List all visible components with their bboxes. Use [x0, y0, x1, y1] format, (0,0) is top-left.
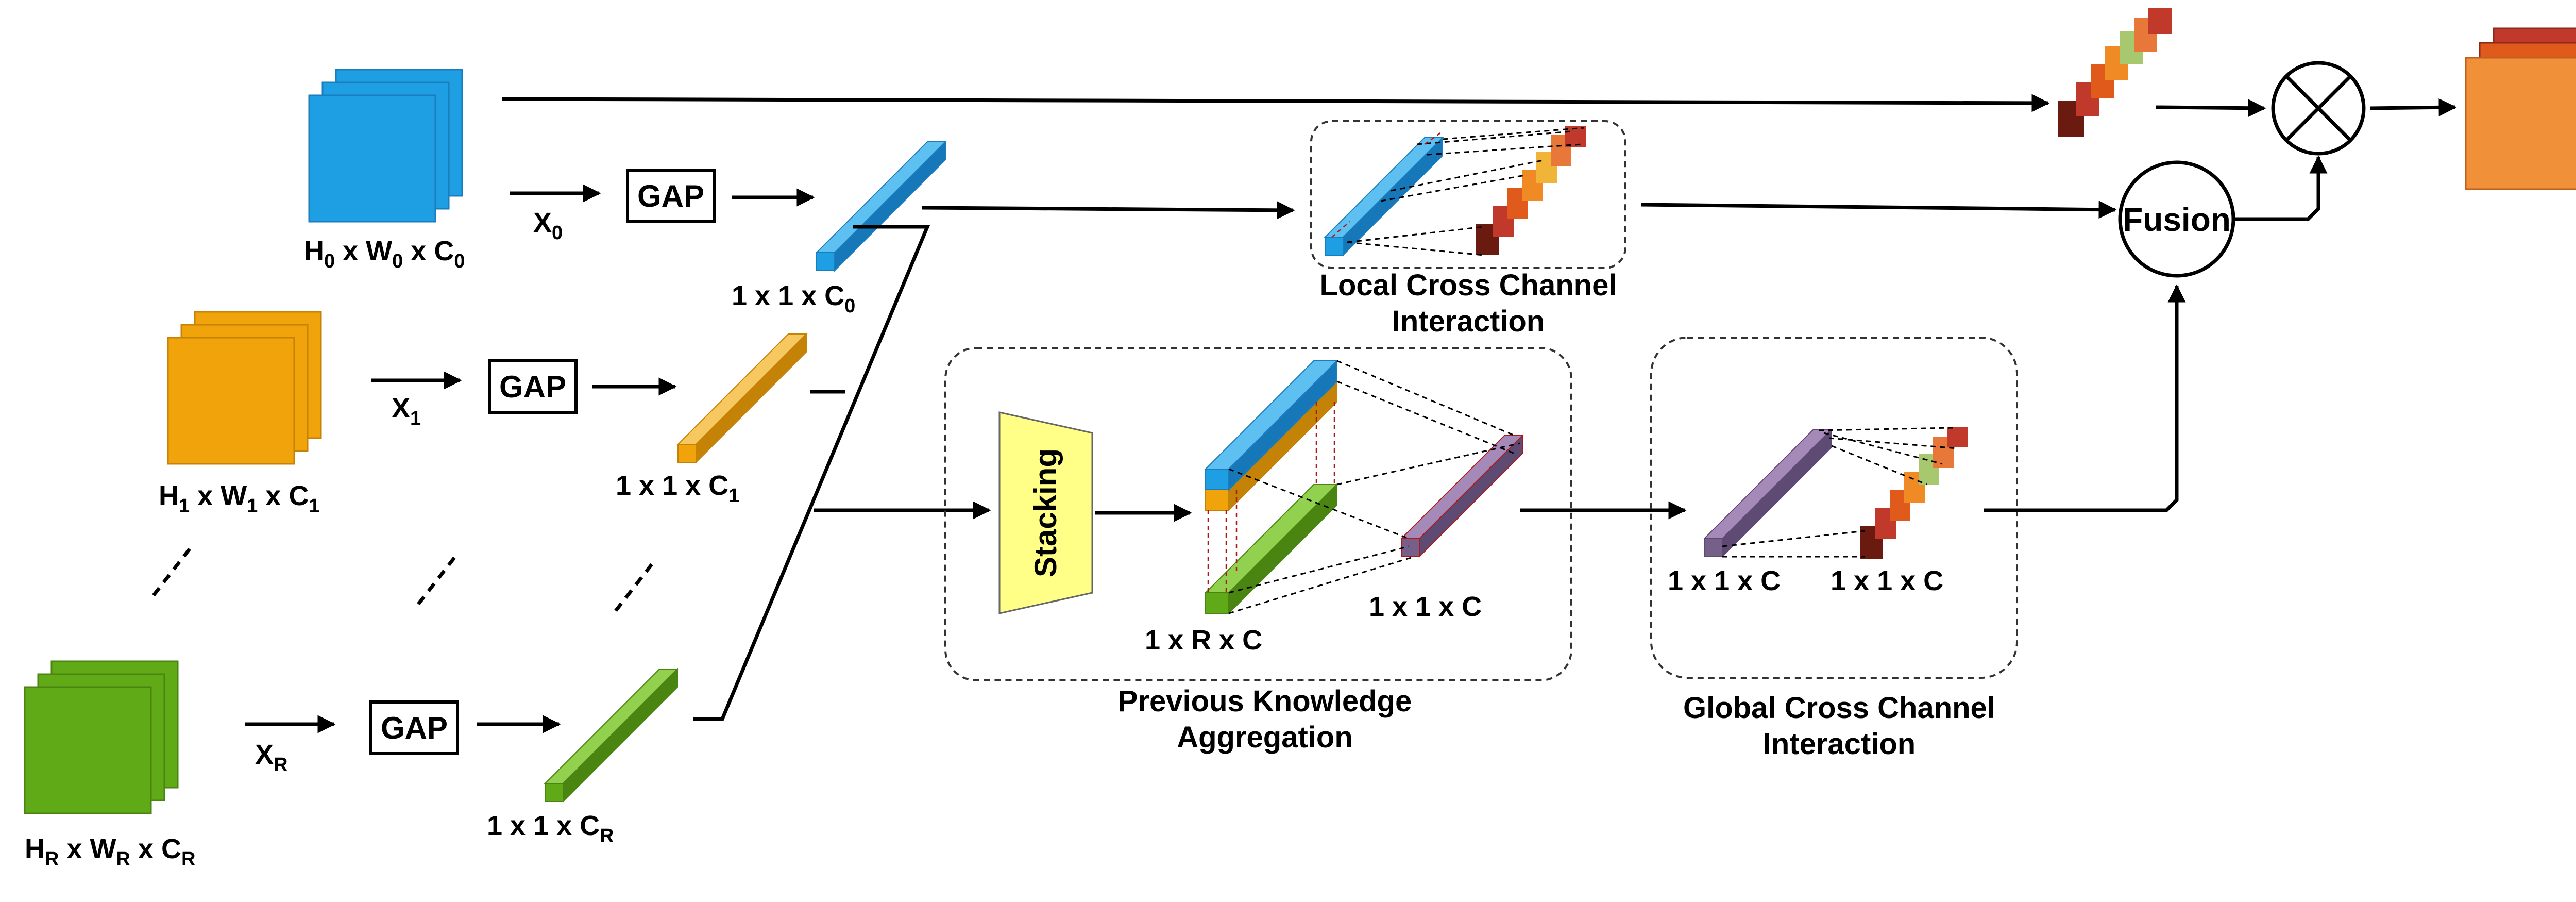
- gap-box-r: [369, 700, 459, 755]
- gap-box-0: [626, 169, 716, 223]
- x0-label: X0: [533, 207, 563, 244]
- vector-cr: [544, 667, 679, 803]
- ellipsis-dash-2: [417, 556, 456, 606]
- gap-label-0: GAP: [637, 179, 704, 213]
- local-block-title-2: Interaction: [1392, 305, 1545, 338]
- arrow-local-to-fusion: [1640, 201, 2117, 219]
- global-output-label: 1 x 1 x C: [1831, 565, 1943, 596]
- multiply-cross-2: [2285, 75, 2352, 142]
- stack-label: 1 x R x C: [1145, 625, 1262, 656]
- local-block-title-1: Local Cross Channel: [1320, 269, 1617, 302]
- arrow-multiply-to-output: [2369, 98, 2457, 116]
- gap-label-1: GAP: [499, 370, 566, 404]
- ellipsis-dash-3: [614, 563, 653, 612]
- arrow-global-to-fusion: [1984, 284, 2186, 512]
- global-input-label: 1 x 1 x C: [1668, 565, 1781, 596]
- skip-connection-arrow: [502, 94, 2050, 112]
- pka-output-vector: [1400, 434, 1524, 558]
- gap-box-1: [488, 359, 578, 414]
- attention-weight-vector: [2058, 8, 2172, 137]
- input-feature-map-0: [308, 69, 463, 223]
- gather-line: [693, 225, 930, 721]
- gap-label-r: GAP: [381, 711, 448, 745]
- arrow-fusion-to-multiply: [2233, 155, 2328, 221]
- pka-block-title-1: Previous Knowledge: [1118, 684, 1412, 718]
- stacking-label: Stacking: [1028, 448, 1063, 577]
- global-connection-lines: [1722, 427, 1958, 558]
- vector-c1: [676, 332, 808, 464]
- fusion-label: Fusion: [2123, 201, 2231, 238]
- stacking-trapezoid: [998, 411, 1093, 614]
- pka-block-frame: [944, 347, 1572, 681]
- input-feature-map-1: [167, 311, 322, 465]
- input-r-label: HR x WR x CR: [25, 833, 195, 870]
- global-output-attention-vector: [1860, 427, 1968, 559]
- global-block-title-2: Interaction: [1763, 727, 1916, 761]
- arrow-to-local: [922, 201, 1295, 220]
- global-block-frame: [1650, 337, 2018, 679]
- input-0-label: H0 x W0 x C0: [304, 236, 465, 272]
- vector-c0-label: 1 x 1 x C0: [732, 280, 855, 317]
- xr-label: XR: [255, 739, 287, 776]
- output-feature-map: [2465, 27, 2576, 190]
- pka-output-label: 1 x 1 x C: [1369, 591, 1482, 622]
- pka-connection-lines: [1228, 360, 1520, 614]
- input-1-label: H1 x W1 x C1: [159, 480, 319, 517]
- vector-c0: [815, 140, 947, 272]
- local-block-frame: [1310, 120, 1626, 269]
- stacked-vectors: [1204, 359, 1338, 615]
- ellipsis-dash-1: [152, 547, 191, 597]
- local-connection-lines: [1331, 127, 1585, 256]
- global-input-vector: [1703, 428, 1833, 558]
- vector-cr-label: 1 x 1 x CR: [487, 810, 614, 847]
- local-output-attention-vector: [1476, 126, 1586, 255]
- x1-label: X1: [392, 393, 421, 429]
- local-input-vector: [1324, 136, 1444, 257]
- pka-block-title-2: Aggregation: [1177, 721, 1353, 754]
- input-feature-map-r: [24, 660, 179, 814]
- arrow-weight-to-multiply: [2156, 99, 2266, 118]
- global-block-title-1: Global Cross Channel: [1683, 691, 1995, 725]
- vector-c1-label: 1 x 1 x C1: [616, 470, 739, 507]
